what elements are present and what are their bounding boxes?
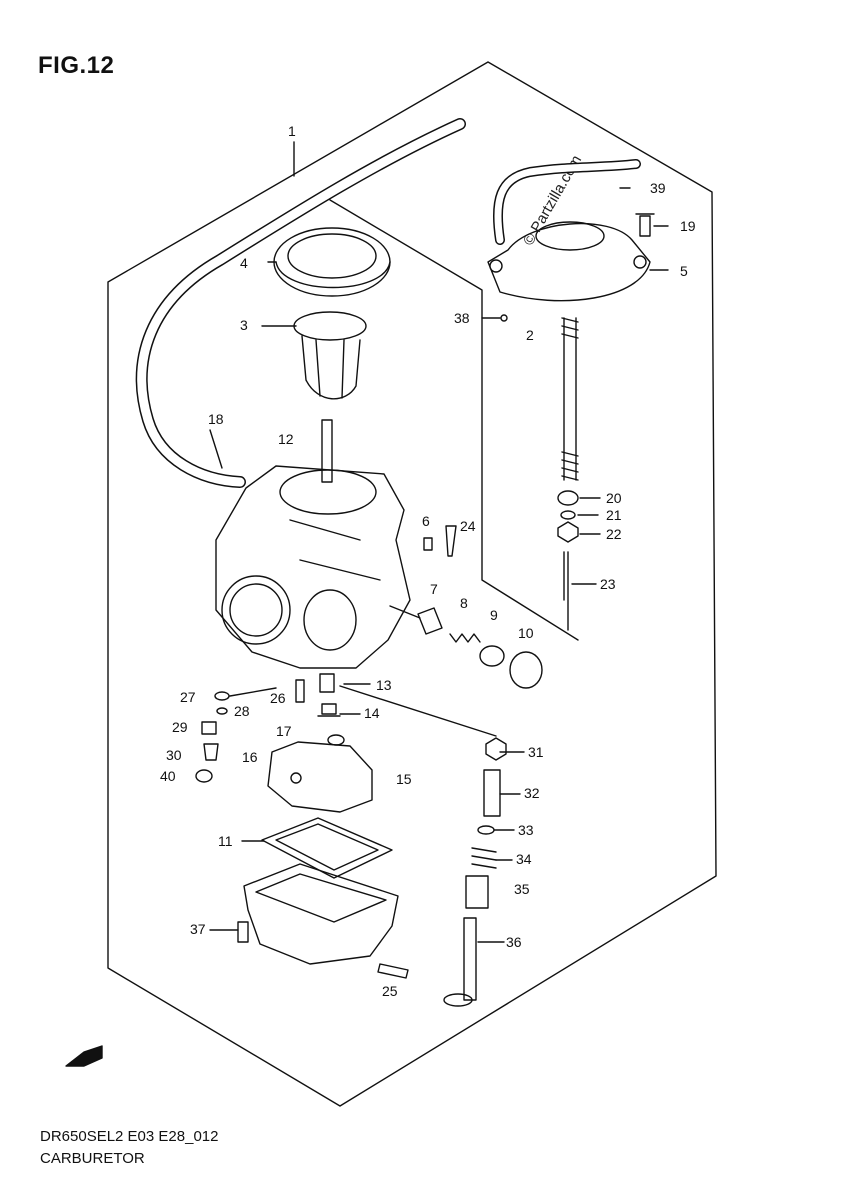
piston-valve-3 (293, 311, 367, 341)
float-bowl (243, 863, 399, 965)
pump-cover-15 (267, 741, 373, 813)
jet-13 (319, 673, 335, 693)
callout-8[interactable]: 8 (460, 595, 468, 611)
ring-33 (477, 825, 495, 835)
gasket-11 (261, 817, 393, 879)
callout-13[interactable]: 13 (376, 677, 392, 693)
cap-10 (509, 651, 543, 689)
part-40 (195, 769, 213, 783)
callout-9[interactable]: 9 (490, 607, 498, 623)
callout-31[interactable]: 31 (528, 744, 544, 760)
callout-27[interactable]: 27 (180, 689, 196, 705)
callout-14[interactable]: 14 (364, 705, 380, 721)
callout-39[interactable]: 39 (650, 180, 666, 196)
part-30 (203, 743, 219, 761)
callout-25[interactable]: 25 (382, 983, 398, 999)
part-24 (445, 525, 457, 557)
spring-2 (561, 317, 579, 481)
model-code: DR650SEL2 E03 E28_012 (40, 1128, 219, 1145)
assembly-frame (107, 61, 717, 1107)
callout-34[interactable]: 34 (516, 851, 532, 867)
oring-17 (327, 734, 345, 746)
callout-10[interactable]: 10 (518, 625, 534, 641)
top-cap-5 (487, 222, 651, 302)
callout-40[interactable]: 40 (160, 768, 176, 784)
callout-4[interactable]: 4 (240, 255, 248, 271)
carburetor-body (215, 465, 411, 669)
callout-37[interactable]: 37 (190, 921, 206, 937)
screw-25 (377, 963, 409, 979)
part-27 (214, 691, 230, 701)
callout-19[interactable]: 19 (680, 218, 696, 234)
callout-5[interactable]: 5 (680, 263, 688, 279)
part-26 (295, 679, 305, 703)
callout-28[interactable]: 28 (234, 703, 250, 719)
callout-20[interactable]: 20 (606, 490, 622, 506)
screw-36 (463, 917, 477, 1001)
callout-2[interactable]: 2 (526, 327, 534, 343)
callout-29[interactable]: 29 (172, 719, 188, 735)
nut-31 (485, 737, 507, 761)
clip-38 (500, 314, 508, 322)
callout-15[interactable]: 15 (396, 771, 412, 787)
figure-title: FIG.12 (38, 52, 115, 79)
screw-19 (635, 213, 655, 237)
callout-16[interactable]: 16 (242, 749, 258, 765)
jet-14 (317, 703, 341, 717)
callout-36[interactable]: 36 (506, 934, 522, 950)
screw-37 (237, 921, 249, 943)
callout-26[interactable]: 26 (270, 690, 286, 706)
callout-32[interactable]: 32 (524, 785, 540, 801)
nut-22 (557, 521, 579, 543)
bolt-12 (321, 419, 333, 483)
subassembly-frame (329, 199, 579, 641)
fitting-9 (479, 645, 505, 667)
diaphragm-4 (273, 227, 391, 297)
part-6 (423, 537, 433, 551)
callout-38[interactable]: 38 (454, 310, 470, 326)
callout-22[interactable]: 22 (606, 526, 622, 542)
spring-34 (471, 847, 497, 869)
callout-12[interactable]: 12 (278, 431, 294, 447)
ring-21 (560, 510, 576, 520)
part-29 (201, 721, 217, 735)
callout-30[interactable]: 30 (166, 747, 182, 763)
callout-24[interactable]: 24 (460, 518, 476, 534)
callout-33[interactable]: 33 (518, 822, 534, 838)
section-name: CARBURETOR (40, 1150, 145, 1167)
callout-35[interactable]: 35 (514, 881, 530, 897)
callout-18[interactable]: 18 (208, 411, 224, 427)
front-arrow-icon (65, 1045, 103, 1067)
callout-3[interactable]: 3 (240, 317, 248, 333)
callout-6[interactable]: 6 (422, 513, 430, 529)
emulsion-32 (483, 769, 501, 817)
part-28 (216, 707, 228, 715)
callout-1[interactable]: 1 (288, 123, 296, 139)
callout-21[interactable]: 21 (606, 507, 622, 523)
spring-8 (449, 633, 481, 643)
callout-7[interactable]: 7 (430, 581, 438, 597)
sleeve-35 (465, 875, 489, 909)
callout-23[interactable]: 23 (600, 576, 616, 592)
callout-11[interactable]: 11 (218, 833, 233, 849)
screw-7 (417, 607, 443, 635)
vent-hose-18 (135, 118, 466, 488)
callout-17[interactable]: 17 (276, 723, 292, 739)
part-16 (290, 772, 302, 784)
holder-20 (557, 490, 579, 506)
